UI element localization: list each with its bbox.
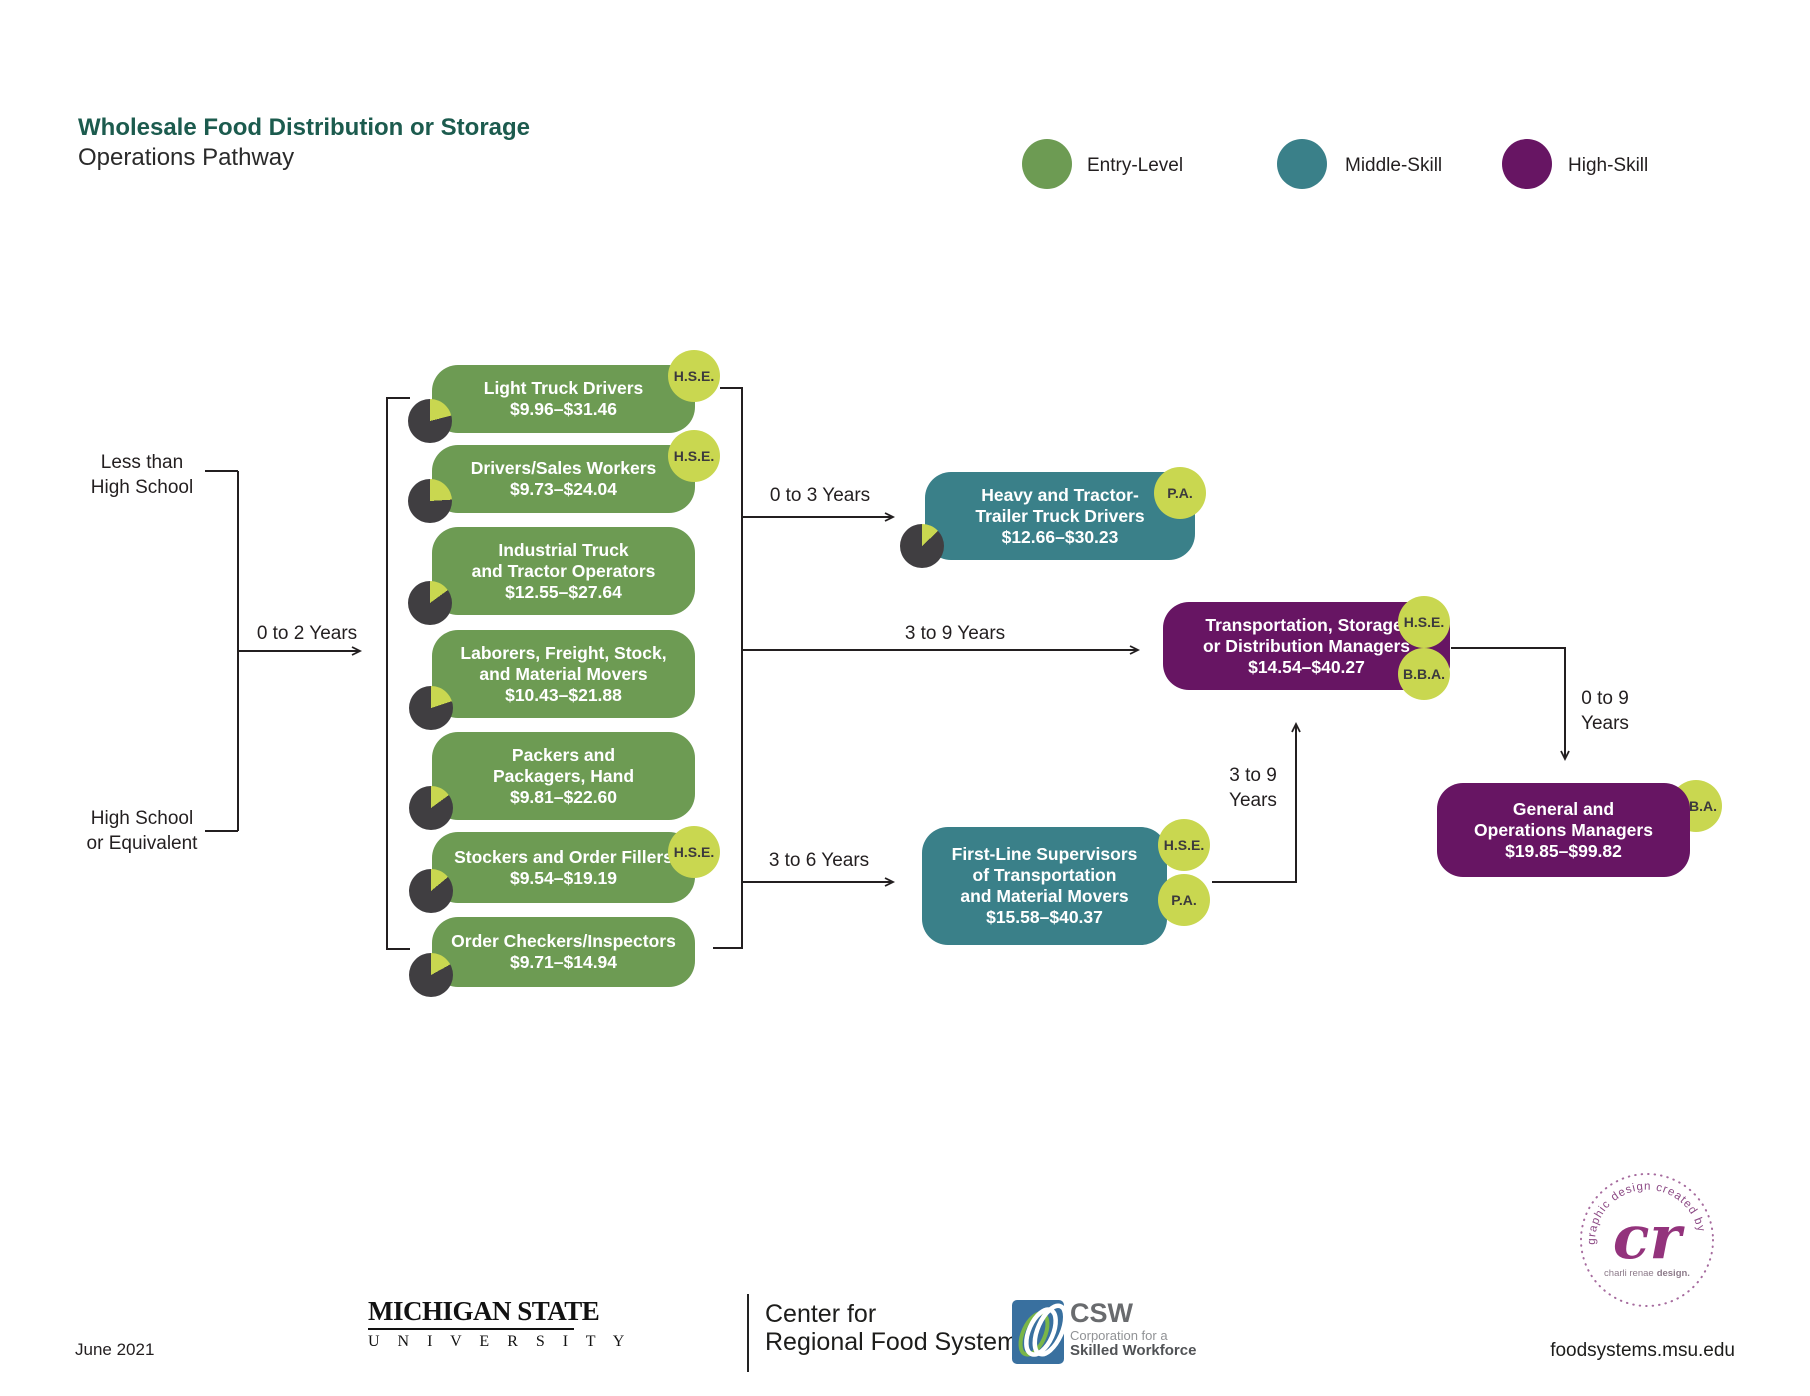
job-title: Stockers and Order Fillers <box>454 846 673 867</box>
job-wage: $19.85–$99.82 <box>1505 840 1622 861</box>
pie-chart-icon <box>409 869 453 913</box>
label-0-to-9-years: 0 to 9 Years <box>1581 688 1629 734</box>
legend-middle-skill-dot <box>1277 139 1327 189</box>
credential-badge-hse: H.S.E. <box>1398 596 1450 648</box>
credential-badge-hse: H.S.E. <box>668 826 720 878</box>
pie-chart-icon <box>900 524 944 568</box>
job-wage: $12.55–$27.64 <box>505 581 622 602</box>
label-3-to-9-years-vertical: 3 to 9 Years <box>1229 765 1277 811</box>
pie-chart-icon <box>409 686 453 730</box>
legend-entry-level-label: Entry-Level <box>1087 155 1184 176</box>
job-box-first-line-supervisors: First-Line Supervisors of Transportation… <box>922 827 1167 945</box>
job-box-laborers-freight-stock: Laborers, Freight, Stock, and Material M… <box>432 630 695 718</box>
job-wage: $12.66–$30.23 <box>1001 526 1119 547</box>
job-wage: $10.43–$21.88 <box>505 684 622 705</box>
job-box-drivers-sales-workers: Drivers/Sales Workers $9.73–$24.04 <box>432 445 695 513</box>
csw-logo-icon <box>1012 1300 1064 1364</box>
job-title: Heavy and Tractor- Trailer Truck Drivers <box>975 484 1145 526</box>
job-wage: $15.58–$40.37 <box>986 907 1103 927</box>
legend-high-skill-dot <box>1502 139 1552 189</box>
legend-entry-level-dot <box>1022 139 1072 189</box>
job-box-general-operations-managers: General and Operations Managers $19.85–$… <box>1437 783 1690 877</box>
job-box-heavy-tractor-trailer-drivers: Heavy and Tractor- Trailer Truck Drivers… <box>925 472 1195 560</box>
job-wage: $9.96–$31.46 <box>509 399 618 419</box>
poster-subheading: Operations Pathway <box>78 144 295 171</box>
msu-rule <box>368 1328 574 1330</box>
job-box-packers-packagers: Packers and Packagers, Hand $9.81–$22.60 <box>432 732 695 820</box>
job-wage: $9.81–$22.60 <box>509 786 618 807</box>
csw-wordmark: CSW Corporation for a Skilled Workforce <box>1070 1300 1196 1359</box>
job-title: Packers and Packagers, Hand <box>492 744 635 786</box>
label-3-to-6-years: 3 to 6 Years <box>768 850 870 871</box>
publication-date: June 2021 <box>75 1340 155 1359</box>
credential-badge-pa: P.A. <box>1158 874 1210 926</box>
job-box-order-checkers-inspectors: Order Checkers/Inspectors $9.71–$14.94 <box>432 917 695 987</box>
job-title: Light Truck Drivers <box>483 378 644 398</box>
legend-middle-skill-label: Middle-Skill <box>1345 155 1443 176</box>
job-title: First-Line Supervisors of Transportation… <box>951 844 1138 906</box>
credential-badge-hse: H.S.E. <box>1158 819 1210 871</box>
job-box-stockers-order-fillers: Stockers and Order Fillers $9.54–$19.19 <box>432 832 695 903</box>
crfs-wordmark: Center for Regional Food Systems <box>765 1300 1031 1356</box>
csw-sub2: Skilled Workforce <box>1070 1342 1197 1359</box>
credential-badge-hse: H.S.E. <box>668 430 720 482</box>
entry-group-left-bracket <box>386 397 410 950</box>
label-0-to-3-years: 0 to 3 Years <box>769 485 871 506</box>
msu-university: U N I V E R S I T Y <box>368 1333 632 1350</box>
credit-monogram: cr <box>1613 1203 1686 1273</box>
legend-high-skill-label: High-Skill <box>1568 155 1649 176</box>
job-wage: $9.73–$24.04 <box>509 479 618 499</box>
job-title: General and Operations Managers <box>1474 798 1653 840</box>
page-title: Wholesale Food Distribution or Storage O… <box>78 114 530 172</box>
job-title: Industrial Truck and Tractor Operators <box>471 539 656 581</box>
job-title: Drivers/Sales Workers <box>470 458 657 478</box>
job-title: Transportation, Storage, or Distribution… <box>1202 614 1411 656</box>
pie-chart-icon <box>408 399 452 443</box>
label-less-than-high-school: Less than High School <box>90 452 194 498</box>
job-title: Laborers, Freight, Stock, and Material M… <box>460 642 667 684</box>
csw-abbr: CSW <box>1070 1298 1133 1328</box>
poster-heading: Wholesale Food Distribution or Storage <box>78 114 531 141</box>
label-3-to-9-years: 3 to 9 Years <box>904 623 1006 644</box>
job-box-light-truck-drivers: Light Truck Drivers $9.96–$31.46 <box>432 365 695 433</box>
entry-group-right-bracket <box>713 387 743 949</box>
credential-badge-hse: H.S.E. <box>668 350 720 402</box>
label-high-school-or-equivalent: High School or Equivalent <box>86 808 198 854</box>
pie-chart-icon <box>408 581 452 625</box>
pie-chart-icon <box>409 786 453 830</box>
design-credit-badge: graphic design created by cr charli rena… <box>1580 1173 1714 1307</box>
website-url: foodsystems.msu.edu <box>1550 1340 1735 1361</box>
job-wage: $14.54–$40.27 <box>1248 656 1365 677</box>
credential-badge-pa: P.A. <box>1154 467 1206 519</box>
job-box-industrial-truck-operators: Industrial Truck and Tractor Operators $… <box>432 527 695 615</box>
msu-logo: MICHIGAN STATE U N I V E R S I T Y <box>368 1296 632 1351</box>
credential-badge-bba: B.B.A. <box>1398 648 1450 700</box>
job-wage: $9.71–$14.94 <box>509 952 618 972</box>
label-0-to-2-years: 0 to 2 Years <box>256 623 358 644</box>
pie-chart-icon <box>409 953 453 997</box>
msu-wordmark: MICHIGAN STATE <box>368 1296 600 1326</box>
job-title: Order Checkers/Inspectors <box>451 931 676 951</box>
pie-chart-icon <box>408 479 452 523</box>
csw-sub1: Corporation for a <box>1070 1328 1168 1343</box>
job-wage: $9.54–$19.19 <box>509 867 618 888</box>
footer-divider <box>747 1294 749 1372</box>
arrow-managers-to-general <box>1451 647 1570 762</box>
